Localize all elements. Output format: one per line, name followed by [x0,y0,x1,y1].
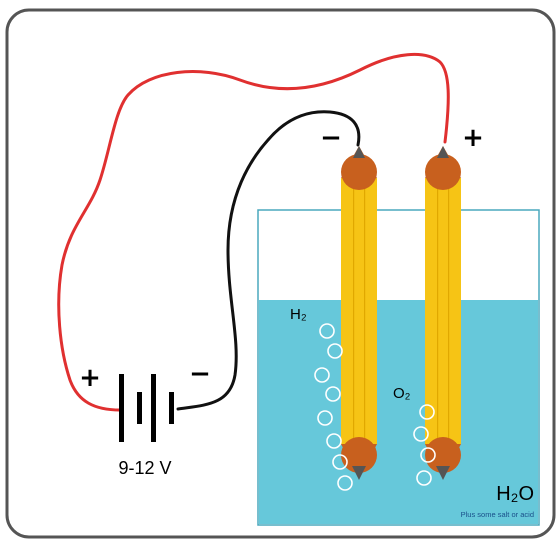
battery-positive-sign: + [79,363,101,393]
oxygen-bubbles [413,404,436,486]
battery-cell-icon [119,374,174,442]
gas-bubble-icon [314,367,330,383]
oxygen-label: O₂ [393,385,411,402]
pencil-electrode-icon [341,146,377,480]
gas-bubble-icon [413,426,429,442]
gas-bubble-icon [326,433,342,449]
gas-bubble-icon [420,447,436,463]
battery-voltage-label: 9-12 V [118,458,171,478]
right-electrode-sign: + [462,123,484,153]
left-electrode-sign: − [320,123,342,153]
gas-bubble-icon [416,470,432,486]
water-fill [259,300,538,524]
gas-bubble-icon [419,404,435,420]
gas-bubble-icon [319,323,335,339]
hydrogen-bubbles [314,323,353,491]
hydrogen-label: H₂ [290,306,307,323]
water-formula: H₂O [496,483,534,505]
gas-bubble-icon [317,410,333,426]
gas-bubble-icon [337,475,353,491]
positive-wire [57,52,450,412]
battery-negative-sign: − [189,359,211,389]
gas-bubble-icon [327,343,343,359]
water-note: Plus some salt or acid [461,510,534,519]
negative-wire [176,110,361,411]
gas-bubble-icon [332,454,348,470]
pencil-electrode-icon [425,146,461,480]
gas-bubble-icon [325,386,341,402]
